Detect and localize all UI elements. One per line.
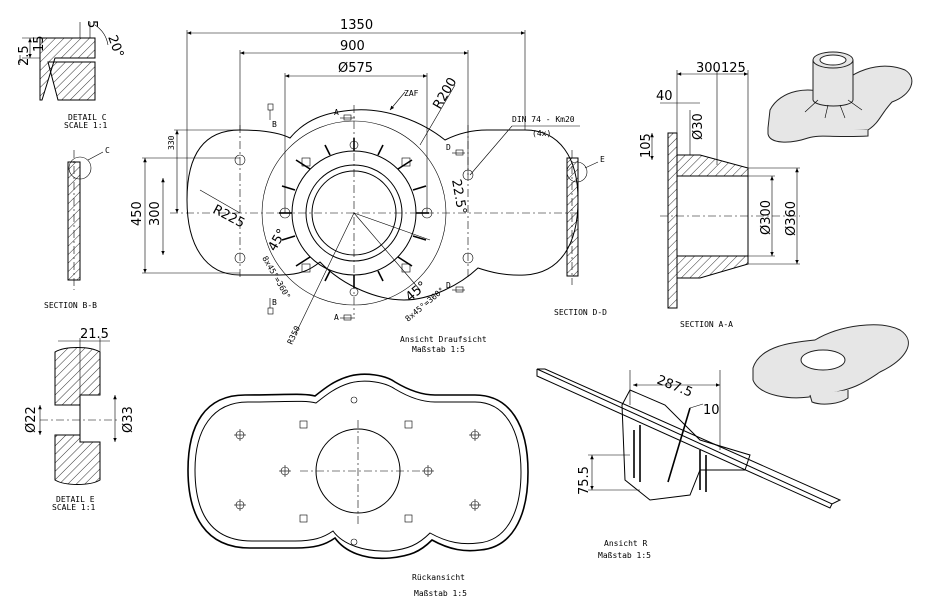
section-dd-marker-e: E	[600, 155, 605, 164]
ansicht-r-title: Ansicht R	[604, 539, 648, 548]
ansicht-r-scale: Maßstab 1:5	[598, 551, 651, 560]
section-dd-view: E SECTION D-D	[554, 150, 607, 317]
din-callout: DIN 74 - Km20	[512, 115, 575, 124]
ansicht-r-dim-10: 10	[703, 403, 720, 418]
detail-c-dim-5: 5	[84, 20, 99, 28]
detail-c-dim-15: 15	[32, 35, 47, 52]
section-aa-dim-outer: Ø360	[784, 201, 799, 236]
section-marker-a-bottom: A	[334, 313, 339, 322]
section-aa-title: SECTION A-A	[680, 320, 733, 329]
section-marker-b-bottom: B	[272, 298, 277, 307]
dim-r200: R200	[430, 75, 460, 112]
section-marker-a-top: A	[334, 108, 339, 117]
rueckansicht-view: Rückansicht Maßstab 1:5	[187, 373, 529, 598]
rueckansicht-scale: Maßstab 1:5	[414, 589, 467, 598]
iso-view-bottom	[752, 324, 909, 405]
detail-e-dim-21-5: 21.5	[80, 327, 109, 342]
detail-c-dim-2-5: 2.5	[17, 45, 32, 66]
dim-1350: 1350	[340, 18, 373, 33]
dim-900: 900	[340, 39, 365, 54]
detail-c-scale: SCALE 1:1	[64, 121, 108, 130]
section-aa-dim-300: 300	[696, 61, 721, 76]
detail-e-view: 21.5 Ø22 Ø33 DETAIL E SCALE 1:1	[24, 327, 136, 512]
plan-view-scale: Maßstab 1:5	[412, 345, 465, 354]
detail-e-dim-33: Ø33	[121, 406, 136, 433]
section-marker-d-bottom: D	[446, 281, 451, 290]
detail-c-view: 5 15 2.5 20° DETAIL C SCALE 1:1	[17, 20, 126, 130]
zaf-label: ZAF	[404, 89, 419, 98]
section-aa-view: 300 125 40 Ø30 105 Ø300 Ø360 SECTION A-A	[639, 61, 800, 329]
detail-e-scale: SCALE 1:1	[52, 503, 96, 512]
dim-dia-575: Ø575	[338, 61, 373, 76]
section-marker-d-top: D	[446, 143, 451, 152]
rueckansicht-title: Rückansicht	[412, 573, 465, 582]
section-aa-dim-inner: Ø300	[759, 200, 774, 235]
dim-pattern-left: 8x45°=360°	[260, 255, 292, 301]
detail-e-title: DETAIL E	[56, 495, 95, 504]
section-aa-dim-125: 125	[721, 61, 746, 76]
section-aa-dim-105: 105	[639, 133, 654, 158]
detail-c-angle: 20°	[104, 33, 126, 60]
section-bb-title: SECTION B-B	[44, 301, 97, 310]
detail-c-title: DETAIL C	[68, 113, 107, 122]
detail-e-dim-22: Ø22	[24, 406, 39, 433]
din-callout-qty: (4x)	[532, 129, 551, 138]
plan-view: 1350 900 Ø575 R200 R225 450 300 330 R350…	[130, 18, 580, 354]
section-bb-marker-c: C	[105, 146, 110, 155]
section-aa-dim-bore: Ø30	[691, 113, 706, 140]
ansicht-r-dim-287-5: 287.5	[655, 373, 695, 401]
dim-angle-22-5: 22.5°	[448, 178, 469, 216]
dim-r350: R350	[286, 324, 302, 345]
section-aa-dim-40: 40	[656, 89, 673, 104]
dim-300: 300	[148, 201, 163, 226]
dim-330: 330	[167, 135, 176, 150]
ansicht-r-dim-75-5: 75.5	[577, 466, 592, 495]
section-marker-b-top: B	[272, 120, 277, 129]
plan-view-title: Ansicht Draufsicht	[400, 335, 487, 344]
section-dd-title: SECTION D-D	[554, 308, 607, 317]
iso-view-top	[767, 51, 913, 143]
dim-450: 450	[130, 201, 145, 226]
section-bb-view: C SECTION B-B	[44, 146, 110, 310]
dim-angle-45-left: 45°	[265, 227, 290, 254]
